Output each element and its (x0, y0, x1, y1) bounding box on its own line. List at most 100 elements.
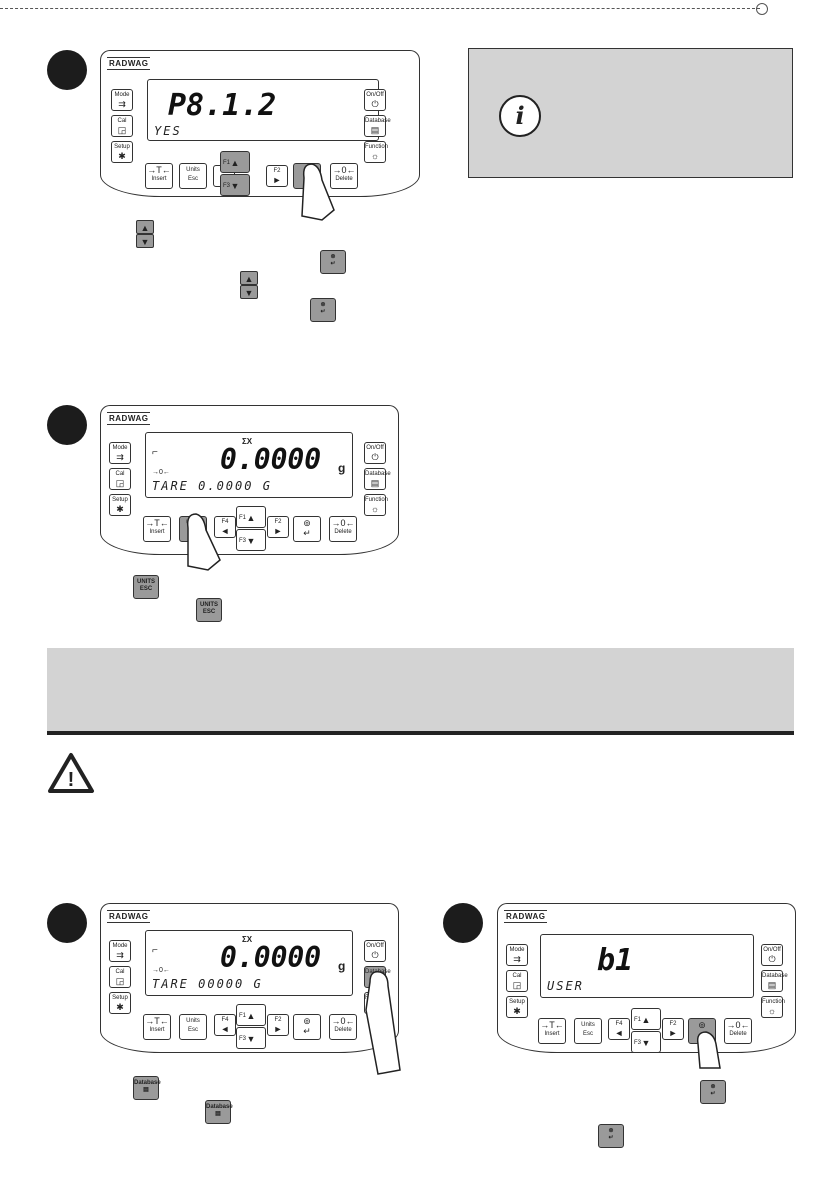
up-arrow-icon: ▲ (246, 513, 256, 523)
stability-icon: ⌐ (152, 447, 158, 458)
zero-button[interactable]: →0←Delete (330, 163, 358, 189)
zero-button[interactable]: →0←Delete (724, 1018, 752, 1044)
power-icon: ⏻ (371, 950, 379, 960)
mode-icon: ⇉ (513, 954, 521, 964)
function-button[interactable]: Function☼ (364, 141, 388, 163)
lcd-display: b1 USER (540, 934, 754, 998)
scale-panel-2: RADWAG ΣΧ ⌐ →0← 0.0000 g TARE 0.0000 G M… (100, 405, 399, 555)
up-button[interactable]: F1▲ (220, 151, 250, 173)
right-button[interactable]: F2► (662, 1018, 684, 1040)
cal-button[interactable]: Cal◲ (506, 970, 528, 992)
tare-button[interactable]: →T←Insert (143, 516, 171, 542)
up-button[interactable]: F1▲ (236, 506, 266, 528)
setup-button[interactable]: Setup✱ (109, 992, 131, 1014)
f4-label: F4 (615, 1021, 623, 1027)
right-button[interactable]: F2► (267, 516, 289, 538)
lcd-main-text: b1 (597, 943, 634, 978)
up-button[interactable]: F1▲ (236, 1004, 266, 1026)
cal-button[interactable]: Cal◲ (111, 115, 133, 137)
right-arrow-icon: ► (273, 526, 283, 536)
gear-icon: ✱ (116, 1002, 124, 1012)
brand-logo: RADWAG (504, 910, 548, 923)
onoff-button[interactable]: On/Off⏻ (364, 442, 386, 464)
left-button[interactable]: F4◄ (608, 1018, 630, 1040)
right-arrow-icon: ► (668, 1028, 678, 1038)
setup-button[interactable]: Setup✱ (111, 141, 133, 163)
left-button[interactable]: F4◄ (214, 516, 236, 538)
mode-button[interactable]: Mode⇉ (109, 940, 131, 962)
zero-button[interactable]: →0←Delete (329, 1014, 357, 1040)
lcd-sub-text: TARE 0.0000 G (152, 479, 272, 493)
tare-button[interactable]: →T←Insert (145, 163, 173, 189)
scale-panel-4: RADWAG b1 USER Mode⇉ Cal◲ Setup✱ On/Off⏻… (497, 903, 796, 1053)
f4-label: F4 (221, 519, 229, 525)
info-box: i (468, 48, 793, 178)
down-button[interactable]: F3▼ (236, 529, 266, 551)
right-button[interactable]: F2► (266, 165, 288, 187)
lcd-display: ΣΧ ⌐ →0← 0.0000 g TARE 00000 G (145, 930, 353, 996)
mode-button[interactable]: Mode⇉ (111, 89, 133, 111)
function-button[interactable]: Function☼ (761, 996, 785, 1018)
enter-key-icon: ⊚↵ (700, 1080, 726, 1104)
enter-button[interactable]: ⊚↵ (293, 1014, 321, 1040)
cal-icon: ◲ (115, 976, 125, 986)
cut-line (0, 3, 768, 15)
database-icon: ▤ (370, 478, 380, 488)
cal-button[interactable]: Cal◲ (109, 966, 131, 988)
database-button[interactable]: Database▤ (761, 970, 788, 992)
down-button[interactable]: F3▼ (631, 1031, 661, 1053)
brand-logo: RADWAG (107, 412, 151, 425)
lcd-sigma-indicator: ΣΧ (242, 935, 253, 944)
down-button[interactable]: F3▼ (220, 174, 250, 196)
function-button[interactable]: Function☼ (364, 494, 388, 516)
down-arrow-icon: ▼ (641, 1038, 651, 1048)
database-icon: ▤ (767, 980, 777, 990)
warning-mark: ! (68, 769, 75, 791)
up-arrow-icon: ▲ (246, 1011, 256, 1021)
f2-label: F2 (274, 519, 282, 525)
step-marker-1 (47, 50, 87, 90)
function-icon: ☼ (370, 504, 380, 514)
tare-button[interactable]: →T←Insert (143, 1014, 171, 1040)
finger-pointer-icon (365, 970, 401, 1075)
left-arrow-icon: ◄ (220, 1024, 230, 1034)
onoff-button[interactable]: On/Off⏻ (364, 89, 386, 111)
up-arrow-icon: ▲ (641, 1015, 651, 1025)
brand-logo: RADWAG (107, 910, 151, 923)
lcd-sub-text: USER (547, 979, 584, 993)
up-arrow-icon: ▲ (230, 158, 240, 168)
stability-icon: ⌐ (152, 945, 158, 956)
finger-pointer-icon (301, 163, 335, 221)
setup-button[interactable]: Setup✱ (506, 996, 528, 1018)
down-button[interactable]: F3▼ (236, 1027, 266, 1049)
up-button[interactable]: F1▲ (631, 1008, 661, 1030)
down-arrow-icon: ▼ (230, 181, 240, 191)
zero-indicator: →0← (152, 967, 170, 974)
zero-button[interactable]: →0←Delete (329, 516, 357, 542)
setup-button[interactable]: Setup✱ (109, 494, 131, 516)
lcd-sigma-indicator: ΣΧ (242, 437, 253, 446)
print-icon: ⊚ (303, 1016, 311, 1026)
cal-icon: ◲ (115, 478, 125, 488)
enter-button[interactable]: ⊚↵ (293, 516, 321, 542)
cal-icon: ◲ (117, 125, 127, 135)
f2-label: F2 (669, 1021, 677, 1027)
tare-button[interactable]: →T←Insert (538, 1018, 566, 1044)
right-button[interactable]: F2► (267, 1014, 289, 1036)
database-button[interactable]: Database▤ (364, 115, 391, 137)
database-key-icon: Database▤ (133, 1076, 161, 1100)
onoff-button[interactable]: On/Off⏻ (364, 940, 386, 962)
cal-button[interactable]: Cal◲ (109, 468, 131, 490)
mode-button[interactable]: Mode⇉ (506, 944, 528, 966)
mode-button[interactable]: Mode⇉ (109, 442, 131, 464)
up-down-group: F1▲ F3▼ (631, 1008, 661, 1054)
database-button[interactable]: Database▤ (364, 468, 391, 490)
cal-icon: ◲ (512, 980, 522, 990)
left-button[interactable]: F4◄ (214, 1014, 236, 1036)
mode-icon: ⇉ (116, 452, 124, 462)
onoff-button[interactable]: On/Off⏻ (761, 944, 783, 966)
